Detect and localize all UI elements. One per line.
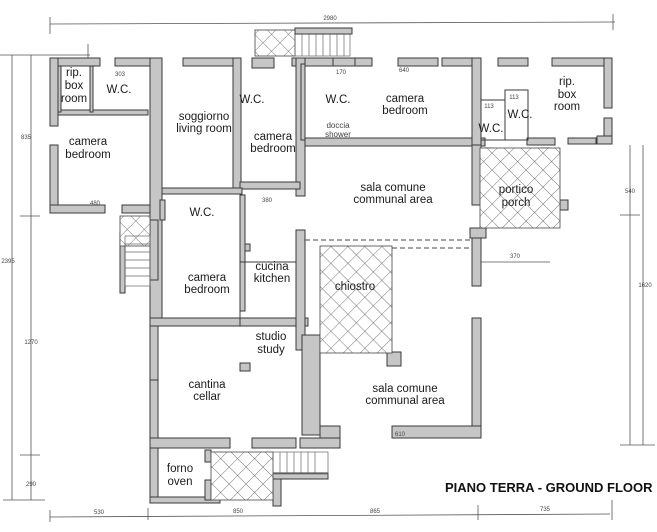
bottom-stair [272,451,329,475]
svg-text:bedroom: bedroom [184,284,229,296]
svg-text:835: 835 [21,135,32,141]
svg-text:bedroom: bedroom [65,149,110,161]
svg-text:2395: 2395 [1,259,15,265]
svg-text:room: room [61,93,87,105]
svg-text:303: 303 [115,72,126,78]
svg-text:living room: living room [176,123,232,135]
svg-text:kitchen: kitchen [254,273,290,285]
svg-text:113: 113 [509,95,519,101]
interior-dimensions: 303 170 640 480 380 113 113 610 [90,68,519,438]
svg-text:865: 865 [370,509,381,515]
svg-text:oven: oven [168,476,193,488]
entry-hatch [254,29,296,57]
svg-text:480: 480 [90,201,101,207]
svg-text:W.C.: W.C. [190,207,215,219]
svg-text:cellar: cellar [193,391,221,403]
top-stair [294,27,353,57]
svg-text:rip.: rip. [559,76,575,88]
porch-hatch [479,147,561,229]
left-stair [124,235,151,287]
svg-text:room: room [554,101,580,113]
svg-text:W.C.: W.C. [240,94,265,106]
oven-yard-hatch [210,451,274,501]
left-dimensions: 835 2395 1270 290 [1,55,45,501]
svg-text:doccia: doccia [326,121,350,130]
svg-text:porch: porch [502,197,531,209]
svg-text:camera: camera [69,136,108,148]
svg-text:camera: camera [254,131,293,143]
room-labels: rip. box room W.C. camera bedroom soggio… [61,67,580,488]
bottom-dimensions: 530 850 865 735 [49,500,613,522]
svg-text:bedroom: bedroom [250,143,295,155]
svg-text:box: box [65,80,84,92]
svg-text:370: 370 [510,254,521,260]
svg-text:forno: forno [167,463,193,475]
rip-box-1-line1: rip. [66,67,82,79]
svg-text:soggiorno: soggiorno [179,111,230,123]
svg-text:735: 735 [540,507,551,513]
svg-text:530: 530 [94,510,105,516]
svg-text:W.C.: W.C. [326,94,351,106]
svg-text:chiostro: chiostro [335,281,375,293]
cloister-hatch [319,245,393,354]
svg-text:study: study [257,344,285,356]
svg-text:shower: shower [325,130,351,139]
wc-1-label: W.C. [107,84,132,96]
svg-text:W.C.: W.C. [479,123,504,135]
svg-text:camera: camera [188,272,227,284]
svg-text:cucina: cucina [255,261,289,273]
stair-landing-hatch [119,215,151,247]
svg-text:studio: studio [256,331,287,343]
svg-text:540: 540 [625,189,636,195]
svg-text:sala comune: sala comune [372,383,437,395]
svg-text:850: 850 [233,509,244,515]
plan-title: PIANO TERRA - GROUND FLOOR [445,480,653,495]
dim-top-total: 2980 [323,16,337,22]
svg-text:portico: portico [499,184,534,196]
svg-text:1270: 1270 [24,340,38,346]
svg-text:640: 640 [399,68,410,74]
svg-text:box: box [558,89,577,101]
svg-text:bedroom: bedroom [382,105,427,117]
svg-text:610: 610 [395,432,406,438]
svg-text:communal area: communal area [353,194,433,206]
svg-text:290: 290 [26,482,37,488]
top-dimension: 2980 [0,14,616,58]
svg-text:W.C.: W.C. [508,109,533,121]
svg-text:113: 113 [484,104,494,110]
svg-text:communal area: communal area [365,395,445,407]
svg-text:1620: 1620 [638,283,652,289]
svg-text:sala comune: sala comune [360,182,425,194]
svg-text:cantina: cantina [188,379,226,391]
right-dimensions: 540 1620 370 [481,145,655,446]
walls [49,57,613,507]
svg-text:170: 170 [336,70,347,76]
svg-text:camera: camera [386,93,425,105]
svg-text:380: 380 [262,198,273,204]
